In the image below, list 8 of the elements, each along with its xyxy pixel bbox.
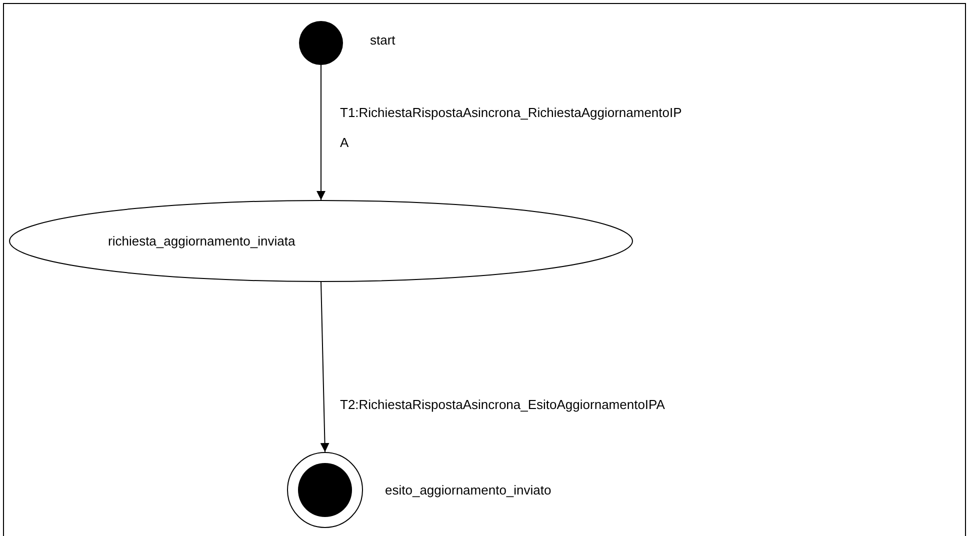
transition-arrow [320,282,330,452]
state-name: esito_aggiornamento_inviato [385,482,552,498]
state-name: start [370,32,396,48]
transition-arrow [316,64,326,200]
final-state-symbol [287,452,363,528]
state-name: richiesta_aggiornamento_inviata [108,234,296,248]
state-ellipse [9,200,633,282]
initial-state-dot [299,21,343,65]
